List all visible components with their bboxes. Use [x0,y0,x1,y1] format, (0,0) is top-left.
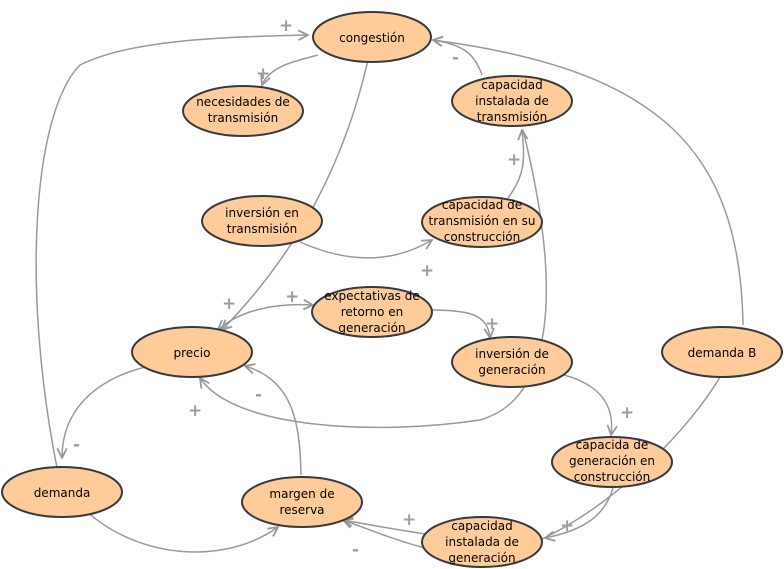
node-label-line: generación [478,363,545,377]
node-demanda-b[interactable]: demanda B [661,326,783,378]
polarity-sign: + [188,401,202,421]
node-congestion[interactable]: congestión [312,11,432,63]
node-margen-de-reserva[interactable]: margen de reserva [241,476,363,528]
node-demanda[interactable]: demanda [1,466,123,518]
polarity-sign: - [452,48,459,68]
node-label-line: capacidad de [442,198,522,212]
node-label-line: transmisión [227,222,297,236]
polarity-sign: + [620,403,634,423]
edges [35,35,744,553]
polarity-sign: + [507,150,521,170]
node-precio[interactable]: precio [131,326,253,378]
edge-invgen-to-capgen [563,374,612,435]
edge-constr-to-cap-trans [507,130,524,199]
polarity-sign: - [255,385,262,405]
node-label-line: capacidad [451,519,512,533]
node-label-line: necesidades de [196,95,290,109]
node-label-line: capacida de [576,438,649,452]
node-label-line: generación [448,551,515,565]
polarity-sign: - [73,435,80,455]
edge-cap-trans-to-precio [200,129,548,429]
polarity-sign: + [256,64,270,84]
node-label-line: transmisión [477,110,547,124]
polarity-signs: + + - + + + + + - + - + + + - [73,16,634,560]
node-label-line: instalada de [475,94,549,108]
polarity-sign: + [279,16,293,36]
edge-precio-to-expectativas [218,305,313,330]
node-inversion-en-transmision[interactable]: inversión en transmisión [201,195,323,247]
node-label-line: expectativas de [324,289,420,303]
edge-precio-to-demanda [62,366,146,458]
node-label-line: inversión en [225,206,299,220]
polarity-sign: - [352,540,359,560]
node-label-line: inversión de [475,347,549,361]
node-label-line: capacidad [481,78,542,92]
node-label-line: congestión [339,31,405,45]
node-label-line: margen de [269,487,334,501]
node-necesidades-de-transmision[interactable]: necesidades de transmisión [182,85,304,137]
edge-congestion-to-necesidades [262,54,319,85]
node-expectativas-retorno-generacion[interactable]: expectativas de retorno en generación [311,286,433,338]
polarity-sign: + [222,294,236,314]
edge-congestion-to-precio [222,59,369,330]
node-label-line: generación [338,321,405,335]
polarity-sign: + [420,261,434,281]
edge-demandab-to-congestion [433,40,744,326]
node-inversion-de-generacion[interactable]: inversión de generación [451,336,573,388]
edge-expectativas-to-invgen [431,309,490,338]
node-capacidad-instalada-de-generacion[interactable]: capacidad instalada de generación [421,516,543,568]
polarity-sign: + [402,510,416,530]
polarity-sign: + [285,287,299,307]
node-label-line: transmisión en su [429,214,536,228]
edge-capinstgen-to-margen [343,520,426,549]
node-label-line: demanda B [688,346,757,360]
polarity-sign: + [560,516,574,536]
node-capacidad-generacion-construccion[interactable]: capacida de generación en construcción [551,436,673,488]
node-capacidad-instalada-de-transmision[interactable]: capacidad instalada de transmisión [451,75,573,127]
node-label-line: construcción [444,230,521,244]
edge-inv-to-constr [299,240,432,259]
node-label-line: precio [174,346,211,360]
edge-margen-to-precio [245,366,302,476]
edge-demanda-to-margen [84,509,278,553]
node-label-line: construcción [574,470,651,484]
edge-demanda-to-congestion [35,35,308,469]
node-label-line: transmisión [208,111,278,125]
node-label-line: retorno en [341,305,404,319]
node-label-line: instalada de [445,535,519,549]
node-label-line: reserva [279,503,324,517]
edge-capgen-to-capinstgen [545,487,614,538]
polarity-sign: + [485,314,499,334]
node-label-line: generación en [569,454,655,468]
node-label-line: demanda [34,486,91,500]
node-capacidad-transmision-construccion[interactable]: capacidad de transmisión en su construcc… [421,196,543,248]
